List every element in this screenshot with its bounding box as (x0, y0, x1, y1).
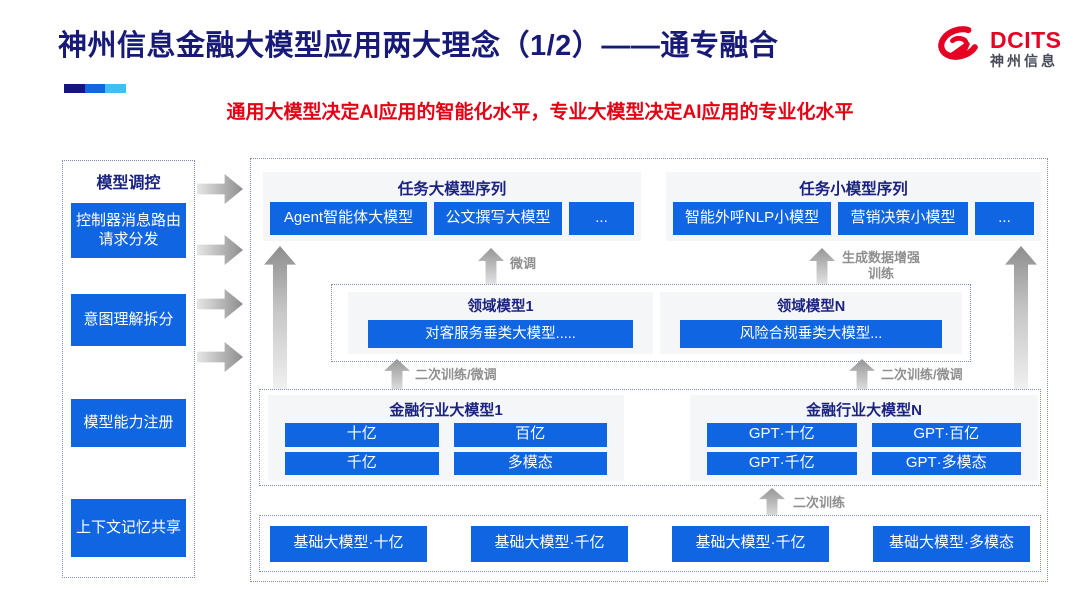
right-arrow-icon (197, 342, 243, 372)
scale-box: 十亿 (285, 423, 439, 447)
retrain-label: 二次训练 (793, 495, 846, 510)
doc-writing-model-box: 公文撰写大模型 (434, 202, 562, 235)
base-model-box: 基础大模型·千亿 (672, 525, 829, 562)
dcits-swirl-icon (928, 23, 984, 74)
marketing-model-box: 营销决策小模型 (838, 202, 968, 235)
logo-brand-text: DCITS (990, 26, 1062, 53)
retrain-finetune-label-left: 二次训练/微调 (415, 367, 497, 382)
slide-subtitle: 通用大模型决定AI应用的智能化水平，专业大模型决定AI应用的专业化水平 (226, 102, 854, 123)
sidebar-item-context: 上下文记忆共享 (71, 499, 186, 557)
domain-model-band: 领域模型1 对客服务垂类大模型..... 领域模型N 风险合规垂类大模型... (331, 284, 971, 362)
scale-box: 百亿 (453, 423, 607, 447)
logo-brand-cn-text: 神州信息 (990, 52, 1058, 69)
up-arrow-icon (478, 248, 504, 284)
risk-compliance-model-box: 风险合规垂类大模型... (680, 320, 942, 348)
agent-large-model-box: Agent智能体大模型 (270, 202, 427, 235)
scale-box: 千亿 (285, 451, 439, 475)
base-model-band: 基础大模型·十亿 基础大模型·千亿 基础大模型·千亿 基础大模型·多模态 (259, 515, 1041, 572)
gpt-scale-box: GPT·十亿 (707, 423, 857, 447)
task-small-ellipsis-box: ... (975, 202, 1034, 235)
domain-model-n-title: 领域模型N (776, 299, 846, 315)
base-model-box: 基础大模型·十亿 (270, 525, 427, 562)
task-small-model-group: 任务小模型序列 智能外呼NLP小模型 营销决策小模型 ... (666, 172, 1041, 241)
industry-model-band: 金融行业大模型1 十亿 百亿 千亿 多模态 金融行业大模型N GPT·十亿 GP… (259, 389, 1041, 486)
up-arrow-icon (849, 359, 875, 392)
scale-box: 多模态 (453, 451, 607, 475)
nlp-small-model-box: 智能外呼NLP小模型 (673, 202, 831, 235)
industry-model-n-title: 金融行业大模型N (806, 402, 922, 419)
sidebar-item-intent: 意图理解拆分 (71, 294, 186, 346)
task-large-ellipsis-box: ... (569, 202, 634, 235)
domain-model-1-group: 领域模型1 对客服务垂类大模型..... (348, 292, 653, 354)
fine-tune-label: 微调 (510, 256, 537, 271)
industry-model-1-group: 金融行业大模型1 十亿 百亿 千亿 多模态 (268, 395, 624, 481)
domain-model-n-group: 领域模型N 风险合规垂类大模型... (660, 292, 962, 354)
up-arrow-icon (1005, 246, 1037, 389)
gpt-scale-box: GPT·百亿 (871, 423, 1021, 447)
right-arrow-icon (197, 289, 243, 319)
task-small-model-title: 任务小模型序列 (799, 181, 908, 198)
domain-model-1-title: 领域模型1 (467, 299, 534, 315)
gen-data-train-label: 生成数据增强训练 (841, 250, 920, 282)
customer-service-model-box: 对客服务垂类大模型..... (368, 320, 633, 348)
sidebar-title: 模型调控 (96, 175, 161, 192)
gpt-scale-box: GPT·千亿 (707, 451, 857, 475)
base-model-box: 基础大模型·多模态 (873, 525, 1030, 562)
right-arrow-icon (197, 235, 243, 265)
industry-model-n-group: 金融行业大模型N GPT·十亿 GPT·百亿 GPT·千亿 GPT·多模态 (690, 395, 1038, 481)
sidebar-item-register: 模型能力注册 (71, 399, 186, 447)
deco-bar (64, 84, 127, 93)
page-title: 神州信息金融大模型应用两大理念（1/2）——通专融合 (58, 30, 779, 62)
gpt-scale-box: GPT·多模态 (871, 451, 1021, 475)
up-arrow-icon (264, 246, 296, 389)
up-arrow-icon (809, 248, 835, 284)
model-control-panel: 模型调控 控制器消息路由请求分发 意图理解拆分 模型能力注册 上下文记忆共享 (62, 160, 195, 578)
up-arrow-icon (384, 359, 410, 392)
company-logo: DCITS 神州信息 (928, 16, 1072, 80)
model-architecture-diagram: 任务大模型序列 Agent智能体大模型 公文撰写大模型 ... 任务小模型序列 … (250, 158, 1048, 582)
right-arrow-icon (197, 174, 243, 204)
sidebar-item-router: 控制器消息路由请求分发 (71, 203, 186, 258)
task-large-model-group: 任务大模型序列 Agent智能体大模型 公文撰写大模型 ... (263, 172, 641, 241)
retrain-finetune-label-right: 二次训练/微调 (881, 367, 963, 382)
base-model-box: 基础大模型·千亿 (471, 525, 628, 562)
task-large-model-title: 任务大模型序列 (397, 181, 507, 198)
industry-model-1-title: 金融行业大模型1 (389, 402, 503, 419)
